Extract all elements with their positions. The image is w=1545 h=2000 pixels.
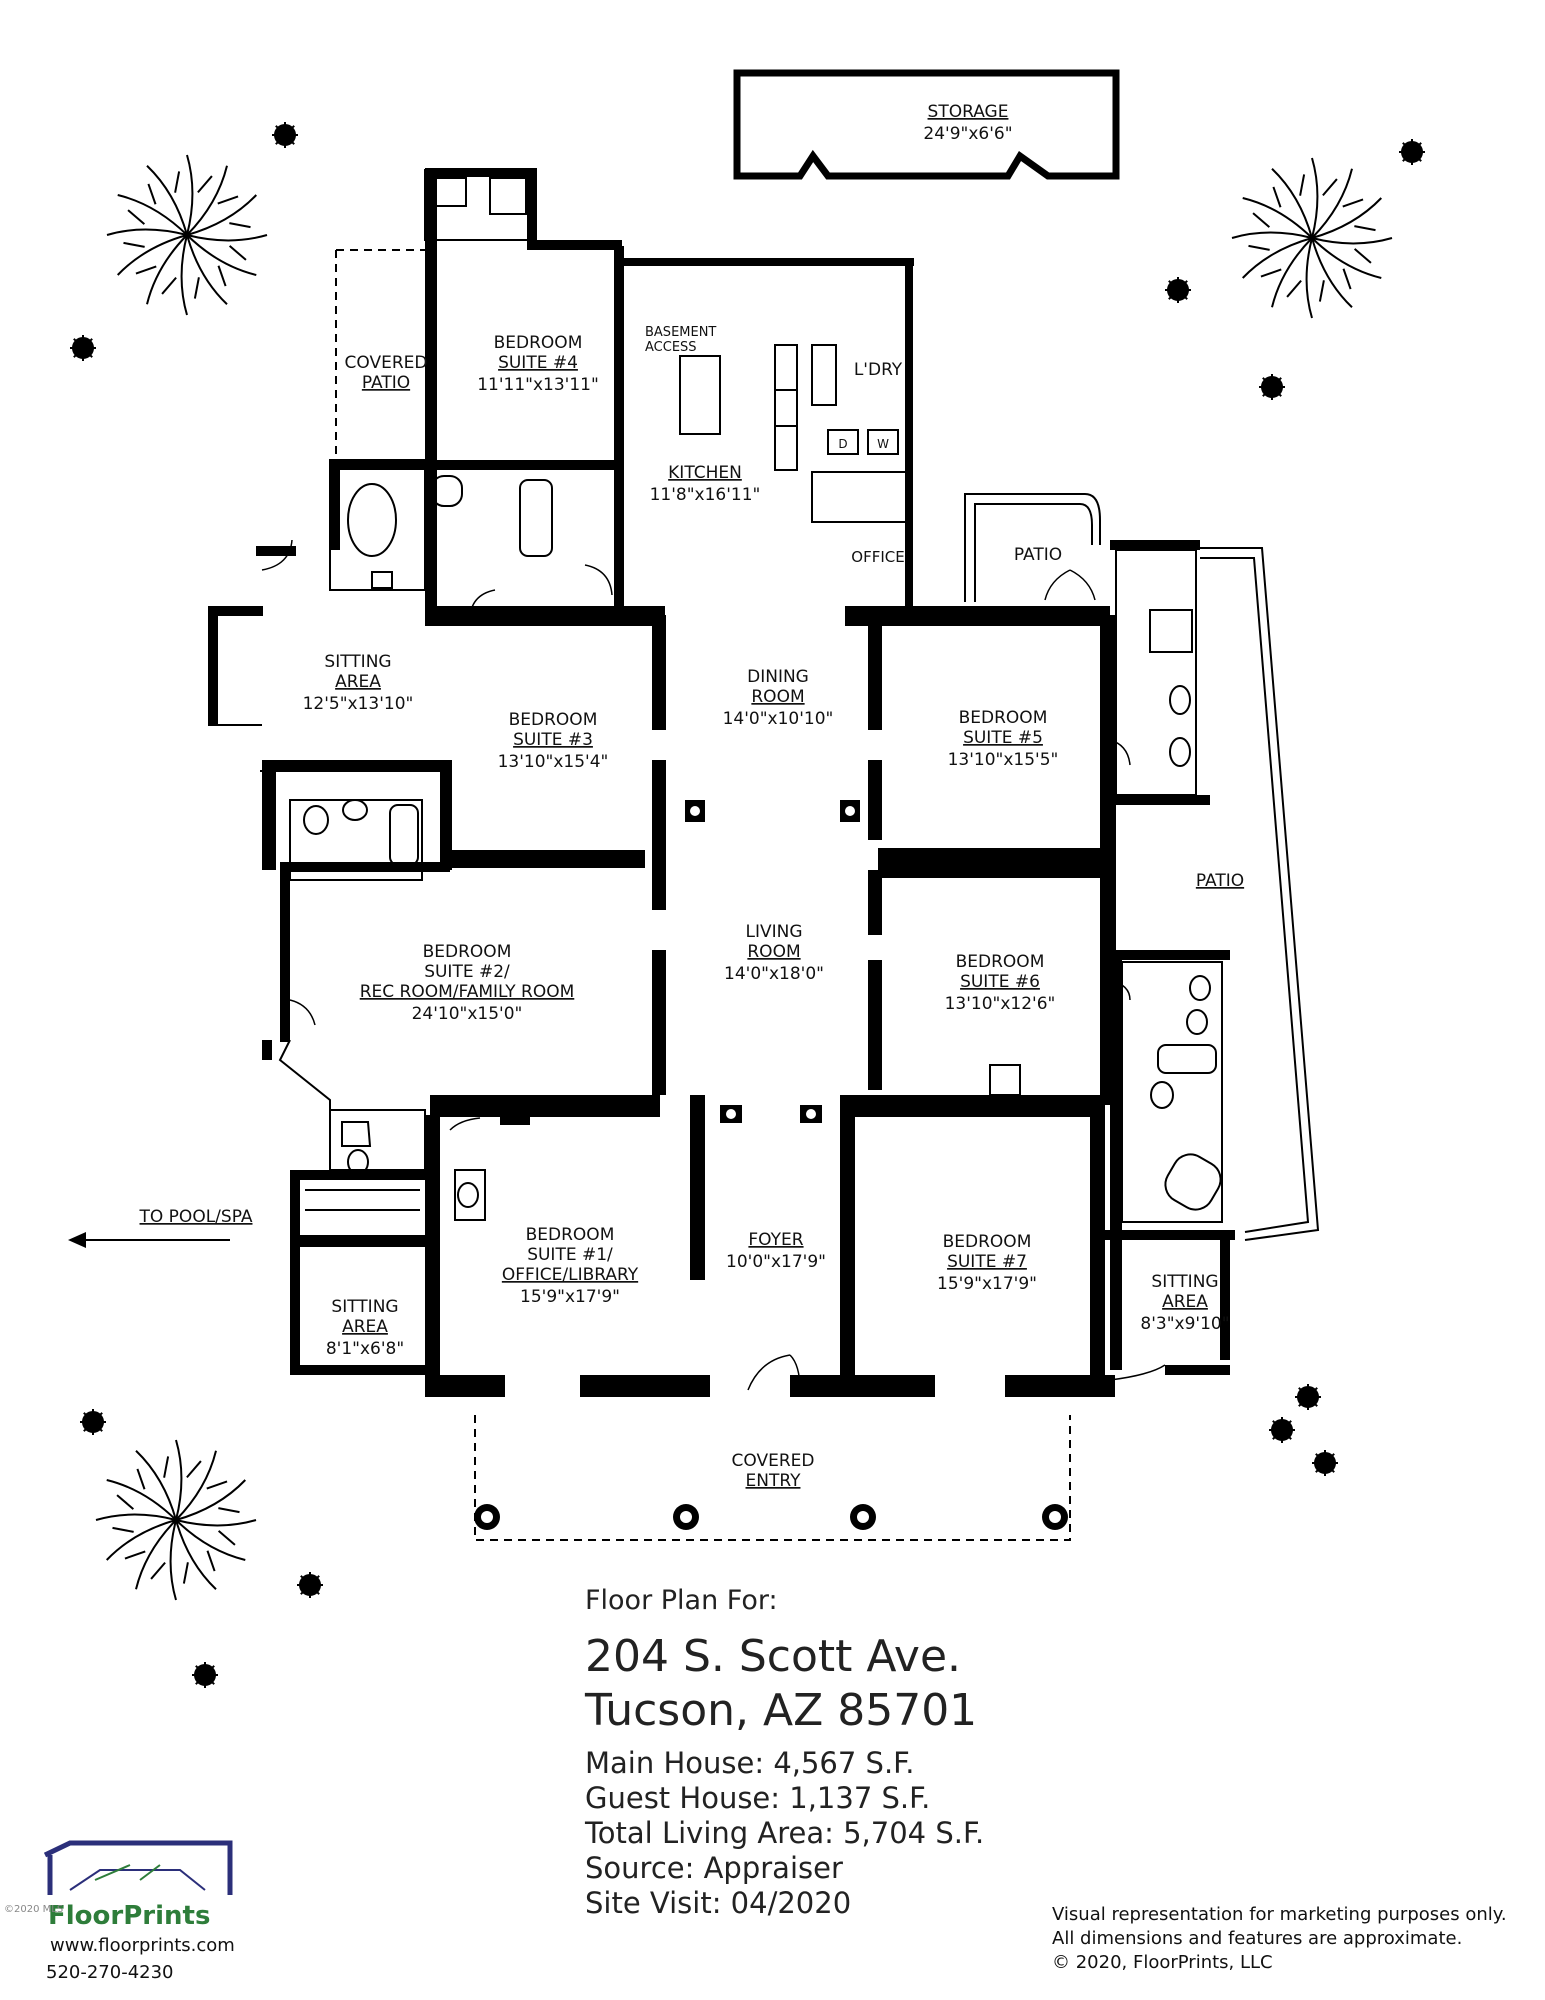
bedroom4-line2: SUITE #4 [498,353,578,373]
storage-building [733,69,1120,180]
bedroom2-line1: BEDROOM [423,942,512,962]
bedroom5-dims: 13'10"x15'5" [948,750,1059,770]
bedroom6-line2: SUITE #6 [960,972,1040,992]
tree-icons [70,122,1425,1688]
sitting-top-dims: 12'5"x13'10" [303,694,414,714]
shrub-icon [1269,1417,1295,1443]
dining-dims: 14'0"x10'10" [723,709,834,729]
bedroom7-line1: BEDROOM [943,1232,1032,1252]
bedroom2-dims: 24'10"x15'0" [412,1004,523,1024]
info-heading: Floor Plan For: [585,1585,778,1616]
bedroom2-line3: REC ROOM/FAMILY ROOM [360,982,575,1002]
disclaimer-line1: Visual representation for marketing purp… [1052,1904,1507,1925]
disclaimer-line2: All dimensions and features are approxim… [1052,1928,1463,1949]
shrub-icon [297,1572,323,1598]
house-logo-icon [43,1840,233,1895]
laundry-name: L'DRY [854,360,903,380]
total-living-area: Total Living Area: 5,704 S.F. [585,1816,985,1850]
storage-name: STORAGE [928,102,1009,122]
main-house-area: Main House: 4,567 S.F. [585,1746,915,1780]
storage-dims: 24'9"x6'6" [923,124,1012,144]
kitchen-dims: 11'8"x16'11" [650,485,761,505]
sitting-left-line2: AREA [342,1317,388,1337]
room-labels: STORAGE 24'9"x6'6" BEDROOM SUITE #4 11'1… [139,102,1245,1491]
site-visit: Site Visit: 04/2020 [585,1886,852,1920]
sitting-left-dims: 8'1"x6'8" [326,1339,404,1359]
pool-label: TO POOL/SPA [139,1207,253,1227]
covered-entry-line2: ENTRY [746,1471,802,1491]
shrub-icon [80,1409,106,1435]
sitting-top-line1: SITTING [324,652,391,672]
tree-icon [1231,157,1393,319]
basement-line2: ACCESS [645,340,697,355]
bedroom1-line3: OFFICE/LIBRARY [502,1265,639,1285]
bedroom6-dims: 13'10"x12'6" [945,994,1056,1014]
bedroom6-line1: BEDROOM [956,952,1045,972]
bedroom7-dims: 15'9"x17'9" [937,1274,1037,1294]
address-line2: Tucson, AZ 85701 [585,1685,978,1736]
shrub-icon [1259,374,1285,400]
covered-patio-line2: PATIO [362,373,410,393]
shrub-icon [1399,139,1425,165]
shrub-icon [70,335,96,361]
sitting-right-line2: AREA [1162,1292,1208,1312]
kitchen-name: KITCHEN [668,463,742,483]
sitting-left-line1: SITTING [331,1297,398,1317]
basement-line1: BASEMENT [645,325,716,340]
thin-walls [209,169,1320,1541]
tree-icon [106,154,268,316]
tree-icon [95,1439,257,1601]
bedroom5-line1: BEDROOM [959,708,1048,728]
bedroom2-line2: SUITE #2/ [424,962,510,982]
sitting-right-line1: SITTING [1151,1272,1218,1292]
brand-name: FloorPrints [48,1901,211,1931]
address-line1: 204 S. Scott Ave. [585,1631,962,1682]
bedroom5-line2: SUITE #5 [963,728,1043,748]
bedroom1-dims: 15'9"x17'9" [520,1287,620,1307]
bedroom1-line2: SUITE #1/ [527,1245,613,1265]
covered-patio-line1: COVERED [345,353,428,373]
shrub-icon [192,1662,218,1688]
source: Source: Appraiser [585,1851,843,1885]
disclaimer-line3: © 2020, FloorPrints, LLC [1052,1952,1273,1973]
bedroom4-line1: BEDROOM [494,333,583,353]
bedroom1-line1: BEDROOM [526,1225,615,1245]
disclaimer: Visual representation for marketing purp… [1052,1903,1507,1975]
shrub-icon [1312,1450,1338,1476]
sitting-right-dims: 8'3"x9'10" [1140,1314,1229,1334]
property-info: Floor Plan For: 204 S. Scott Ave. Tucson… [585,1585,984,1921]
brand-phone: 520-270-4230 [46,1962,174,1983]
watermark: ©2020 MLS [4,1904,64,1915]
bedroom3-dims: 13'10"x15'4" [498,752,609,772]
arrow-left-icon [68,1232,230,1248]
bedroom3-line2: SUITE #3 [513,730,593,750]
walls [208,168,1235,1397]
living-line1: LIVING [745,922,802,942]
bedroom3-line1: BEDROOM [509,710,598,730]
patio-top-name: PATIO [1014,545,1062,565]
brand-website[interactable]: www.floorprints.com [50,1935,235,1956]
dining-line1: DINING [747,667,809,687]
foyer-name: FOYER [748,1230,803,1250]
columns [474,800,1068,1530]
covered-entry-line1: COVERED [732,1451,815,1471]
shrub-icon [1295,1384,1321,1410]
office-name: OFFICE [851,548,904,566]
bedroom4-dims: 11'11"x13'11" [477,375,599,395]
living-dims: 14'0"x18'0" [724,964,824,984]
dryer-label: D [838,437,847,451]
shrub-icon [1165,277,1191,303]
foyer-dims: 10'0"x17'9" [726,1252,826,1272]
shrub-icon [272,122,298,148]
door-swings [261,539,1166,1391]
bedroom7-line2: SUITE #7 [947,1252,1027,1272]
sitting-top-line2: AREA [335,672,381,692]
washer-label: W [877,437,889,451]
patio-right-name: PATIO [1196,871,1244,891]
living-line2: ROOM [747,942,800,962]
floorprints-logo: FloorPrints www.floorprints.com 520-270-… [40,1835,280,1983]
guest-house-area: Guest House: 1,137 S.F. [585,1781,931,1815]
dining-line2: ROOM [751,687,804,707]
